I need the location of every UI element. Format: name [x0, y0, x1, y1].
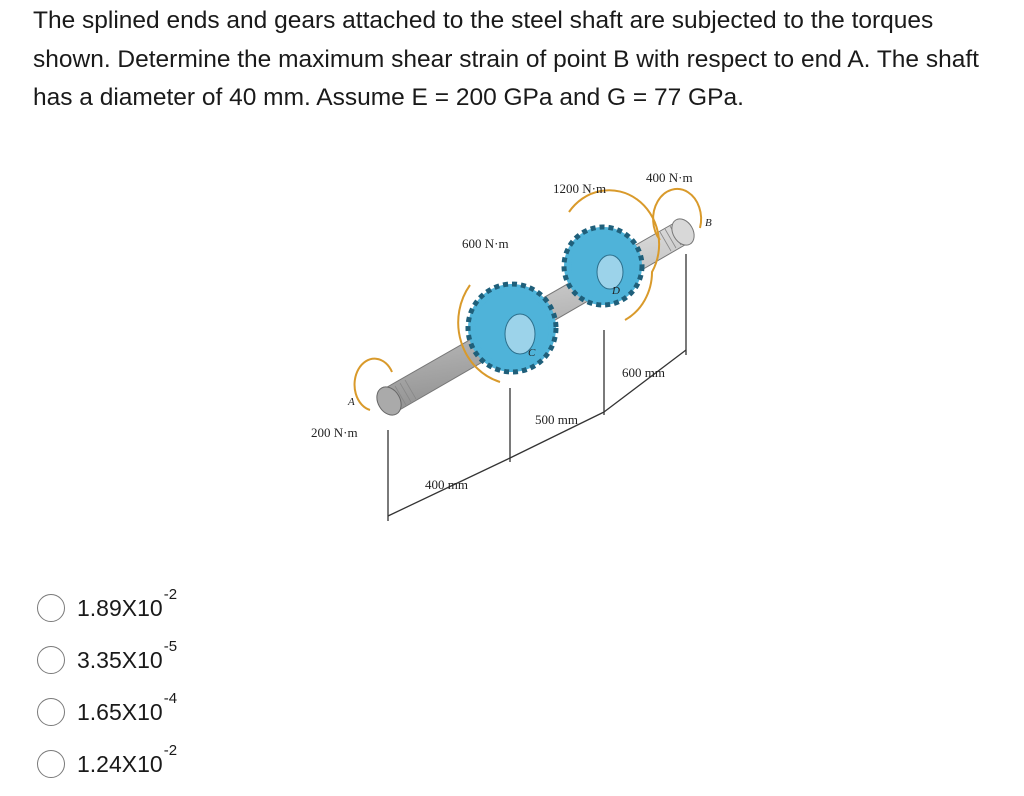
dimension-lines	[387, 254, 687, 521]
dimension-label-db: 600 mm	[622, 365, 665, 380]
point-label-a: A	[347, 396, 355, 408]
gear-c	[465, 281, 559, 375]
torque-label-b: 400 N·m	[646, 170, 693, 185]
torque-label-a: 200 N·m	[311, 425, 358, 440]
radio-button[interactable]	[37, 750, 65, 778]
point-label-d: D	[611, 285, 620, 297]
answer-option-label: 1.24X10-2	[77, 741, 178, 777]
answer-option-label: 1.89X10-2	[77, 585, 178, 621]
point-label-c: C	[528, 347, 536, 359]
torque-label-d: 1200 N·m	[553, 181, 606, 196]
question-text: The splined ends and gears attached to t…	[33, 7, 979, 111]
radio-button[interactable]	[37, 594, 65, 622]
dimension-label-cd: 500 mm	[535, 412, 578, 427]
torque-label-c: 600 N·m	[462, 236, 509, 251]
torque-arrows	[353, 188, 703, 411]
answer-option-4[interactable]: 1.24X10-2	[37, 741, 178, 784]
answer-option-label: 3.35X10-5	[77, 637, 178, 673]
dimension-label-ac: 400 mm	[425, 477, 468, 492]
gear-d	[561, 224, 645, 308]
answer-option-3[interactable]: 1.65X10-4	[37, 689, 178, 732]
answer-option-2[interactable]: 3.35X10-5	[37, 637, 178, 680]
point-label-b: B	[705, 217, 712, 229]
answer-option-label: 1.65X10-4	[77, 689, 178, 725]
radio-button[interactable]	[37, 646, 65, 674]
answer-option-1[interactable]: 1.89X10-2	[37, 585, 178, 628]
radio-button[interactable]	[37, 698, 65, 726]
